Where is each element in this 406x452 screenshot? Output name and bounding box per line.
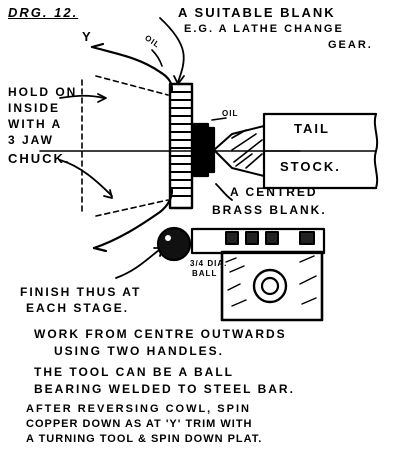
tool-post-nut [252,268,288,304]
label-ball-size-1: 3/4 DIA. [190,259,228,268]
label-chuck: CHUCK. [8,151,71,166]
label-suitable-blank-3: GEAR. [328,39,373,51]
label-suitable-blank-1: A SUITABLE BLANK [178,5,336,20]
label-hold-4: 3 JAW [8,133,55,147]
label-ball-size-2: BALL [192,269,218,278]
oil-drip [151,49,163,67]
tool-clamp-screws [225,231,315,245]
leader-hold-on [59,94,105,99]
label-hold-2: INSIDE [8,101,61,115]
cowl-outer-top [90,45,174,92]
tool-post-shading [225,255,317,307]
label-tail: TAIL [294,121,330,136]
label-finish-2: EACH STAGE. [26,301,130,315]
note-line-7: A TURNING TOOL & SPIN DOWN PLAT. [26,433,263,445]
label-suitable-blank-2: E.G. A LATHE CHANGE [184,23,344,35]
tailstock-centre-hatching [231,129,263,169]
label-centred-2: BRASS BLANK. [212,203,327,217]
ball-tool-highlight [165,235,171,241]
label-y-mark: Y [82,29,93,44]
label-centred-1: A CENTRED [230,185,318,199]
note-line-5: AFTER REVERSING COWL, SPIN [26,403,251,415]
cowl-tip-top [90,42,105,49]
gear-blank [168,82,194,210]
note-line-4: BEARING WELDED TO STEEL BAR. [34,382,295,396]
label-finish-1: FINISH THUS AT [20,285,142,299]
arrow-hold-on [97,93,107,103]
drawing-title: DRG. 12. [8,5,79,20]
label-oil-2: OIL [222,109,239,118]
cowl-tip-bottom [92,246,108,253]
tool-post-block [220,250,324,322]
leader-suitable-blank [159,17,185,83]
note-line-3: THE TOOL CAN BE A BALL [34,365,234,379]
gear-blank-hatching [170,91,192,197]
note-line-1: WORK FROM CENTRE OUTWARDS [34,327,287,341]
leader-brass-blank [215,183,233,201]
note-line-2: USING TWO HANDLES. [54,344,224,358]
arrow-chuck [103,189,113,199]
tool-post-nut-inner [260,276,280,296]
leader-chuck [59,159,113,197]
arrow-suitable-blank [173,75,185,85]
cowl-inner-dashed [95,75,169,217]
label-stock: STOCK. [280,159,341,174]
leader-oil [211,117,227,121]
ball-tool [156,226,192,262]
label-hold-3: WITH A [8,117,63,131]
note-line-6: COPPER DOWN AS AT 'Y' TRIM WITH [26,418,253,430]
leader-finish [115,247,163,279]
brass-blank [192,122,210,178]
label-hold-1: HOLD ON [8,85,78,99]
